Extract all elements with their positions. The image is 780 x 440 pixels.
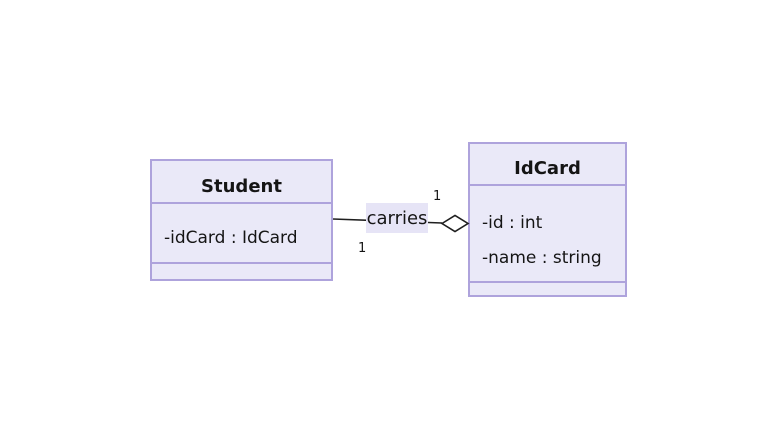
attribute-row: -name : string xyxy=(482,247,602,268)
multiplicity-idcard-end: 1 xyxy=(433,189,442,204)
attribute-row: -id : int xyxy=(482,212,543,233)
association-label[interactable]: carries xyxy=(366,203,428,233)
attributes-compartment-idcard: -id : int -name : string xyxy=(470,186,625,283)
class-box-idcard[interactable]: IdCard -id : int -name : string xyxy=(468,142,627,297)
attributes-compartment-student: -idCard : IdCard xyxy=(152,204,331,264)
class-box-student[interactable]: Student -idCard : IdCard xyxy=(150,159,333,281)
methods-compartment-student-empty xyxy=(152,264,331,279)
methods-compartment-idcard-empty xyxy=(470,283,625,295)
class-title-student: Student xyxy=(152,161,331,204)
class-title-idcard: IdCard xyxy=(470,144,625,186)
multiplicity-student-end: 1 xyxy=(358,241,367,256)
aggregation-diamond-icon xyxy=(440,214,470,233)
attribute-row: -idCard : IdCard xyxy=(164,227,298,248)
